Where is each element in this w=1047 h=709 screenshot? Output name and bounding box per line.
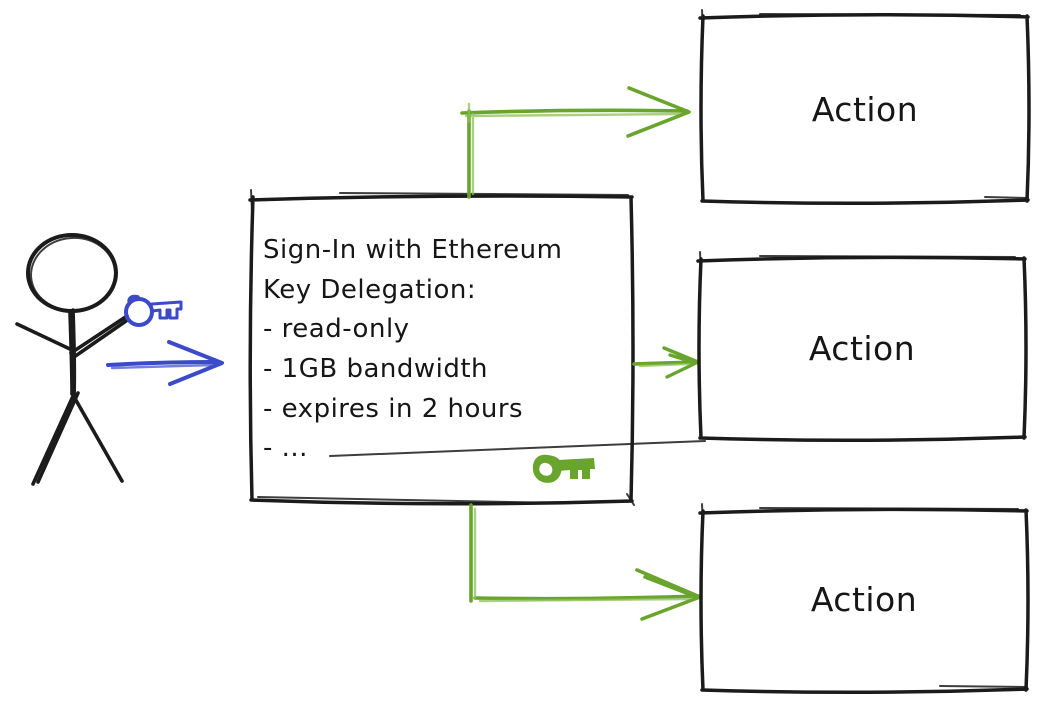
- green-arrow-top-overstroke: [464, 102, 685, 196]
- action-box-3: [698, 503, 1030, 695]
- green-arrow-middle-line: [632, 360, 698, 366]
- green-key-icon: [532, 454, 595, 483]
- green-key-shaft: [558, 458, 595, 479]
- action-box-3-border: [698, 507, 1030, 695]
- action-label-2: Action: [809, 329, 915, 368]
- green-arrow-top: [460, 86, 691, 199]
- card-line-1: Sign-In with Ethereum: [263, 235, 562, 265]
- blue-arrow-shaft: [106, 360, 218, 367]
- delegation-card-text: Sign-In with Ethereum Key Delegation: - …: [263, 235, 562, 463]
- action-label-3: Action: [811, 580, 917, 619]
- action-box-3-border-overstrokes: [701, 503, 1028, 688]
- green-key-bow-hole: [539, 462, 553, 476]
- blue-arrow: [106, 340, 224, 386]
- blue-arrow-head: [167, 340, 224, 386]
- action-box-3-fill: [703, 510, 1027, 690]
- action-box-2-fill: [701, 258, 1025, 438]
- blue-key-nub: [127, 294, 140, 303]
- card-line-2: Key Delegation:: [263, 275, 476, 305]
- green-arrow-top-line: [460, 108, 689, 199]
- card-line-4: - 1GB bandwidth: [263, 354, 488, 384]
- green-arrow-top-head: [626, 86, 691, 138]
- delegation-card-border-overstrokes: [250, 189, 635, 506]
- action-box-1-fill: [703, 16, 1028, 201]
- green-arrow-middle: [632, 346, 700, 379]
- action-box-1-border-overstrokes: [701, 9, 1029, 199]
- blue-key-icon: [124, 294, 183, 327]
- blue-key-shaft: [150, 300, 183, 320]
- stick-figure-legs: [31, 391, 124, 486]
- green-arrow-bottom-head: [635, 568, 702, 621]
- stick-figure-arms: [15, 314, 129, 359]
- action-box-1: [698, 9, 1031, 206]
- green-arrow-middle-overstroke: [638, 362, 692, 368]
- action-box-2: [329, 251, 1028, 457]
- green-arrow-bottom: [469, 503, 702, 621]
- stick-figure-body: [68, 308, 77, 399]
- stick-figure: [15, 233, 129, 486]
- green-arrow-bottom-overstroke: [473, 507, 692, 603]
- stick-figure-head-overstroke: [30, 236, 116, 312]
- delegation-card-fill: [252, 197, 632, 501]
- action-box-2-border: [696, 255, 1028, 443]
- action-label-1: Action: [812, 90, 918, 129]
- action-box-2-border-overstrokes: [329, 251, 1016, 457]
- blue-arrow-shaft-overstroke: [110, 363, 215, 370]
- delegation-card: [248, 189, 635, 506]
- delegation-card-border: [248, 194, 635, 506]
- blue-key-bow: [124, 297, 154, 327]
- card-line-3: - read-only: [263, 314, 410, 344]
- card-line-5: - expires in 2 hours: [263, 394, 523, 424]
- card-line-6: - ...: [263, 433, 308, 463]
- green-arrow-bottom-line: [469, 503, 700, 603]
